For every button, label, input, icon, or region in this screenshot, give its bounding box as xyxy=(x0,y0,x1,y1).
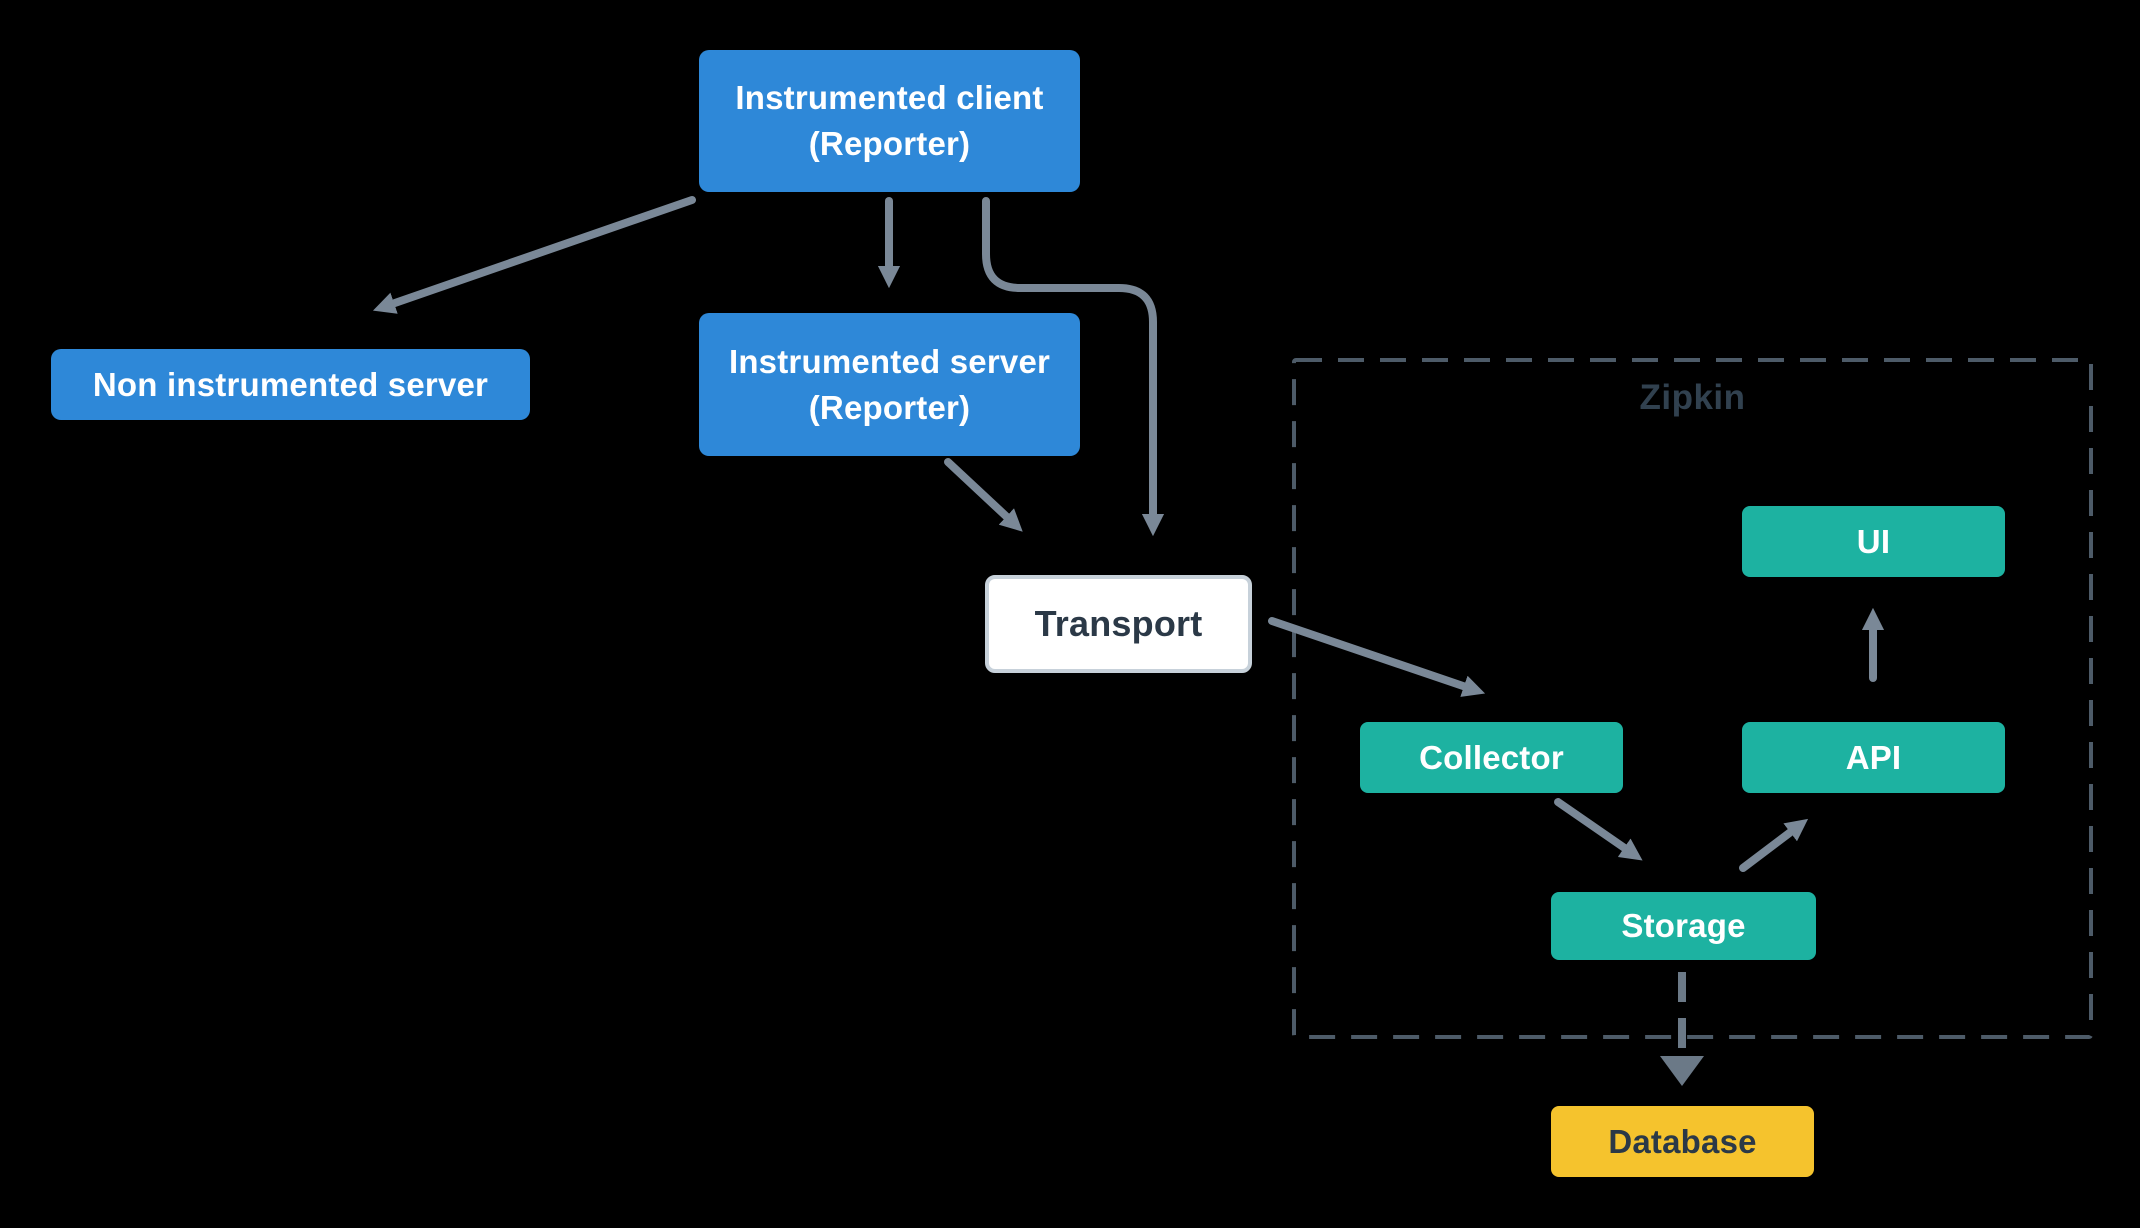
arrow-storage-to-database-head xyxy=(1660,1056,1704,1086)
node-transport: Transport xyxy=(985,575,1252,673)
arrow-collector-to-storage xyxy=(1554,798,1643,861)
node-collector: Collector xyxy=(1360,722,1623,793)
node-api: API xyxy=(1742,722,2005,793)
node-instrumented-client: Instrumented client (Reporter) xyxy=(699,50,1080,192)
arrow-transport-to-collector xyxy=(1268,617,1486,697)
node-storage: Storage xyxy=(1551,892,1816,960)
arrow-client-to-transport xyxy=(982,197,1165,537)
arrow-instrumented-server-to-transport xyxy=(944,458,1023,532)
arrow-storage-to-api xyxy=(1739,818,1809,872)
node-non-instrumented-server: Non instrumented server xyxy=(51,349,530,420)
arrow-client-to-non-instrumented-server xyxy=(372,196,696,314)
zipkin-group-label: Zipkin xyxy=(1639,378,1746,417)
node-instrumented-server: Instrumented server (Reporter) xyxy=(699,313,1080,456)
zipkin-group-border xyxy=(1292,358,2093,1039)
node-ui: UI xyxy=(1742,506,2005,577)
node-database: Database xyxy=(1551,1106,1814,1177)
